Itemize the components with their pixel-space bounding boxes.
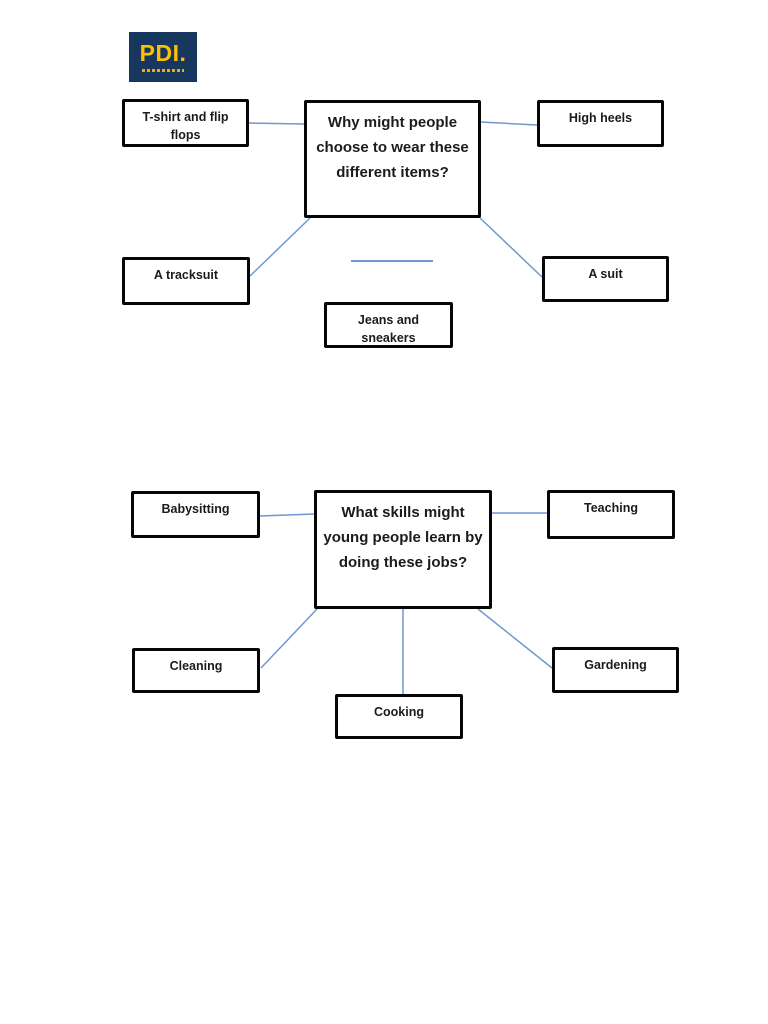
center-question-clothes: Why might people choose to wear these di… xyxy=(304,100,481,218)
pdi-logo: PDI. xyxy=(129,32,197,82)
node-tshirt-flip-flops: T-shirt and flip flops xyxy=(122,99,249,147)
connector-center-to-cleaning xyxy=(260,608,318,669)
connector-center-to-tracksuit xyxy=(249,217,311,277)
node-jeans-sneakers: Jeans and sneakers xyxy=(324,302,453,348)
node-gardening: Gardening xyxy=(552,647,679,693)
node-suit: A suit xyxy=(542,256,669,302)
connector-center-to-highheels xyxy=(480,121,538,126)
node-teaching: Teaching xyxy=(547,490,675,539)
center-question-jobs: What skills might young people learn by … xyxy=(314,490,492,609)
node-babysitting: Babysitting xyxy=(131,491,260,538)
connector-babysitting-to-center xyxy=(259,513,315,517)
connector-center-to-suit xyxy=(479,217,543,278)
node-tracksuit: A tracksuit xyxy=(122,257,250,305)
connector-center-to-gardening xyxy=(477,608,553,669)
node-cleaning: Cleaning xyxy=(132,648,260,693)
node-high-heels: High heels xyxy=(537,100,664,147)
logo-tagline xyxy=(142,69,184,72)
connector-tshirt-to-center xyxy=(248,122,305,125)
node-cooking: Cooking xyxy=(335,694,463,739)
logo-text: PDI. xyxy=(139,40,187,66)
